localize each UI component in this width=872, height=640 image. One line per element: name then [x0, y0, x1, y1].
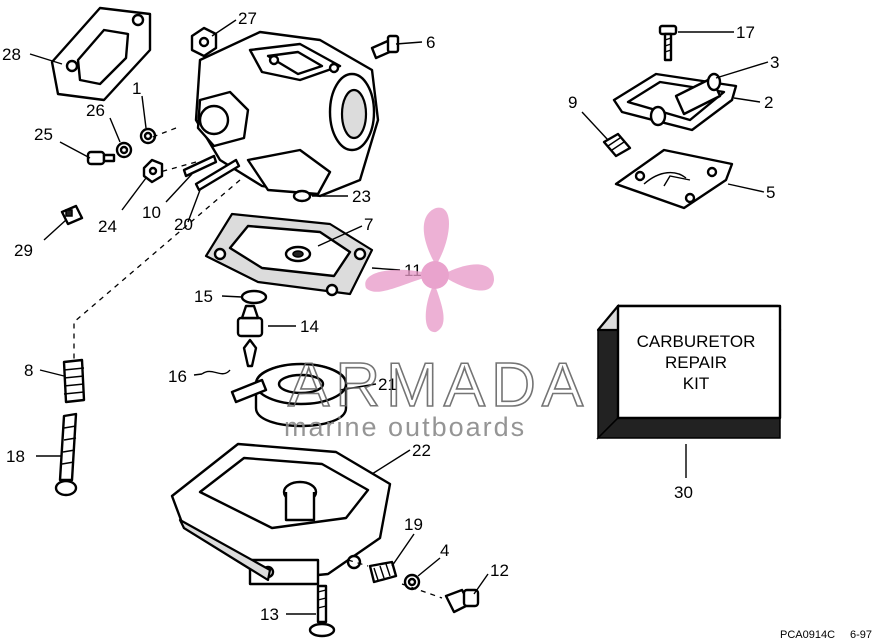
carburetor-body: [194, 30, 380, 198]
part-14-needle-and-seat: [236, 304, 264, 368]
callout-1: 1: [132, 79, 141, 98]
watermark-subtitle: marine outboards: [284, 412, 526, 442]
callout-28: 28: [2, 45, 21, 64]
callout-2: 2: [764, 93, 773, 112]
callout-14: 14: [300, 317, 319, 336]
callout-20: 20: [174, 215, 193, 234]
assembly-dashed-lines: [73, 127, 443, 599]
part-1-retainer: [139, 127, 157, 145]
part-25-screw: [86, 150, 116, 166]
part-12-plug: [444, 588, 480, 614]
callout-5: 5: [766, 183, 775, 202]
part-20-pin: [194, 158, 241, 192]
part-17-screw: [658, 24, 678, 62]
part-8-spring: [62, 358, 86, 404]
part-6-screw: [370, 34, 400, 60]
part-16-clip: [201, 369, 231, 375]
drawing-date: 6-97: [850, 629, 872, 640]
part-27-nut: [190, 26, 218, 58]
callout-18: 18: [6, 447, 25, 466]
callout-numbers: 28 27 6 1 26 25 24 10 20 29 23 7 11 15 1…: [2, 9, 779, 624]
callout-7: 7: [364, 215, 373, 234]
kit-label-line-2: REPAIR: [665, 353, 727, 372]
callout-4: 4: [440, 541, 449, 560]
part-13-screw: [308, 584, 336, 638]
callout-13: 13: [260, 605, 279, 624]
part-24-nut: [142, 158, 164, 184]
callout-25: 25: [34, 125, 53, 144]
callout-23: 23: [352, 187, 371, 206]
callout-21: 21: [378, 375, 397, 394]
part-21-float: [230, 362, 348, 428]
part-4-gasket: [403, 573, 421, 591]
part-15-washer: [240, 289, 268, 305]
kit-label-line-3: KIT: [683, 374, 709, 393]
callout-12: 12: [490, 561, 509, 580]
callout-8: 8: [24, 361, 33, 380]
callout-22: 22: [412, 441, 431, 460]
callout-27: 27: [238, 9, 257, 28]
part-22-float-bowl: [170, 442, 392, 586]
callout-9: 9: [568, 93, 577, 112]
callout-leaders: [29, 19, 769, 615]
drawing-code: PCA0914C 6-97: [780, 629, 872, 640]
kit-label-line-1: CARBURETOR: [637, 332, 756, 351]
part-26-washer: [115, 141, 133, 159]
callout-24: 24: [98, 217, 117, 236]
part-19-spring: [368, 560, 398, 584]
part-5-gasket: [614, 148, 734, 210]
armada-watermark: ARMADA marine outboards: [284, 207, 589, 442]
part-28-flange-gasket: [50, 6, 152, 102]
callout-26: 26: [86, 101, 105, 120]
part-23-o-ring: [292, 189, 312, 203]
part-7-diaphragm: [284, 245, 312, 263]
callout-17: 17: [736, 23, 755, 42]
part-9-spring: [602, 132, 632, 158]
drawing-code-number: PCA0914C: [780, 629, 835, 640]
callout-6: 6: [426, 33, 435, 52]
callout-30: 30: [674, 483, 693, 502]
part-10-pin: [182, 154, 218, 178]
callout-3: 3: [770, 53, 779, 72]
callout-19: 19: [404, 515, 423, 534]
callout-29: 29: [14, 241, 33, 260]
propeller-logo-icon: [365, 207, 494, 333]
part-3-fitting: [649, 72, 722, 127]
part-18-idle-screw: [54, 412, 78, 497]
callout-15: 15: [194, 287, 213, 306]
part-30-repair-kit-box: CARBURETOR REPAIR KIT: [596, 303, 782, 440]
callout-16: 16: [168, 367, 187, 386]
watermark-title: ARMADA: [288, 351, 589, 420]
callout-10: 10: [142, 203, 161, 222]
